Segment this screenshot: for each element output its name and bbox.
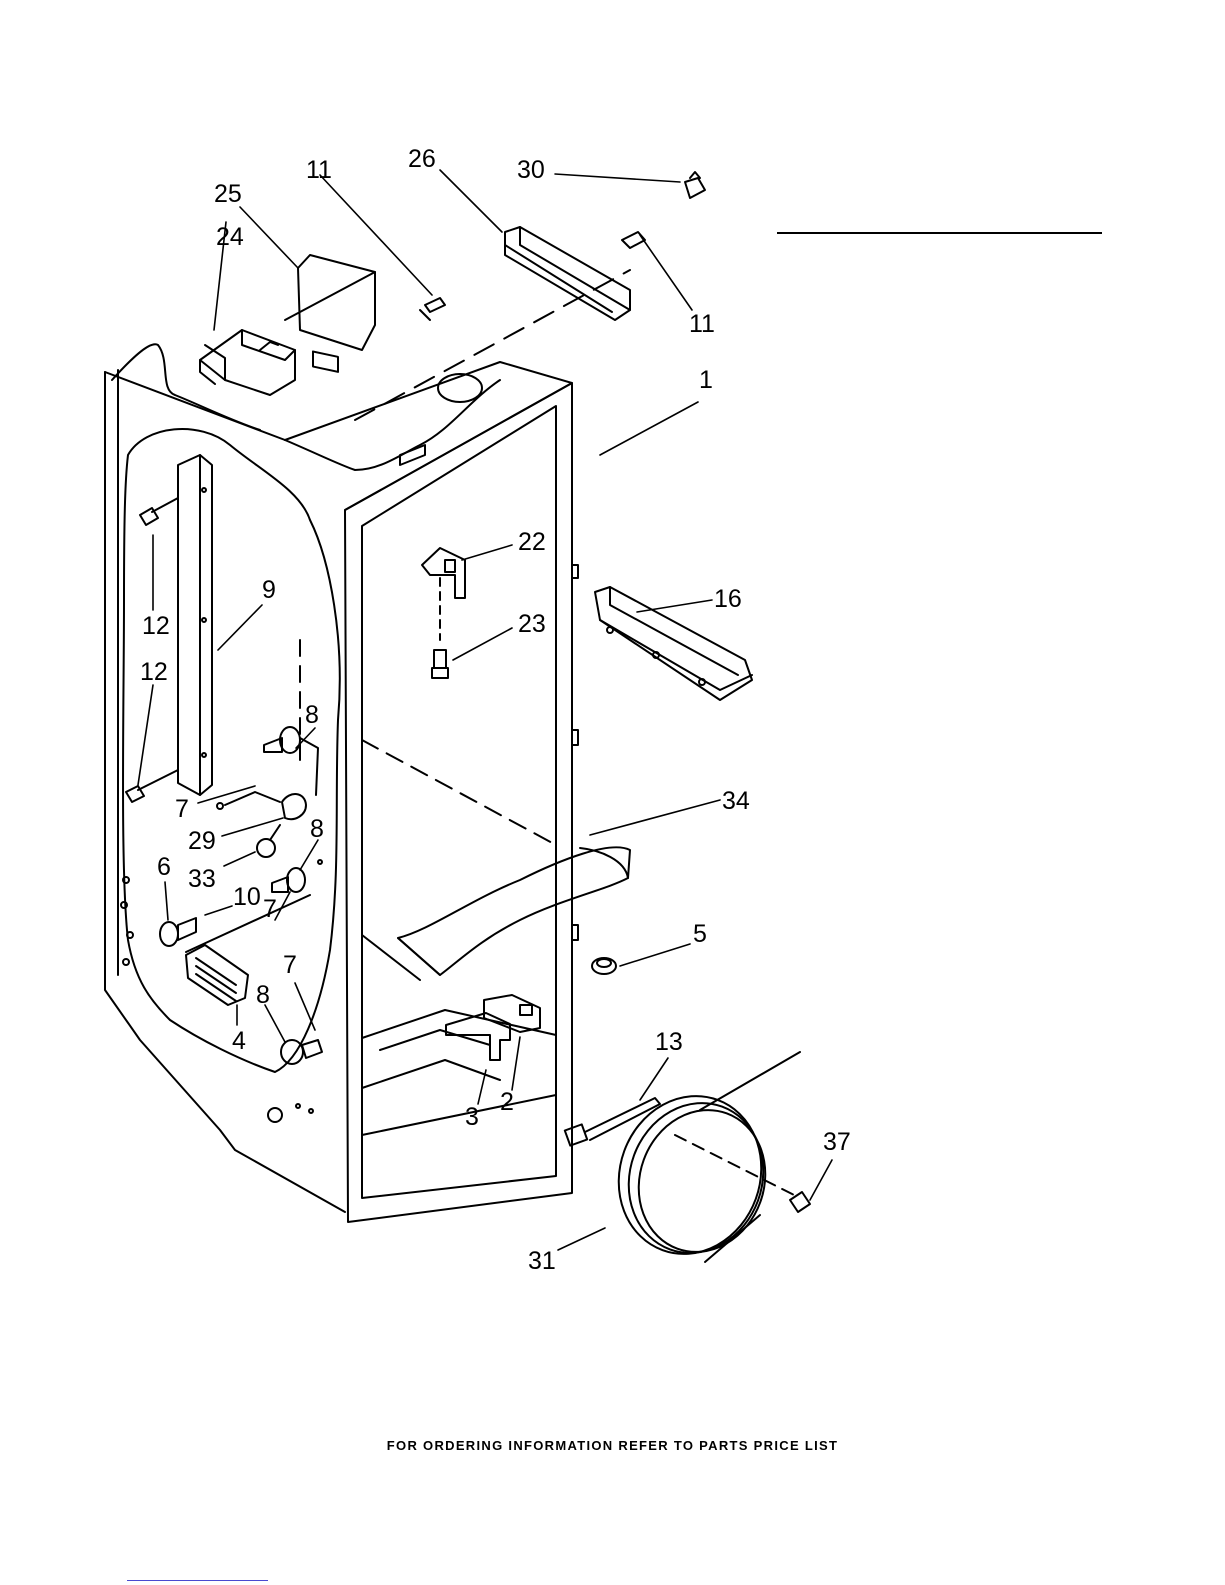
callout-25: 25 <box>214 182 242 207</box>
callout-34: 34 <box>722 789 750 814</box>
callout-7-b: 7 <box>263 897 277 922</box>
callout-8-c: 8 <box>256 983 270 1008</box>
roller-part-8-upper <box>264 727 318 795</box>
cable-tie-part-13 <box>565 1098 660 1146</box>
callout-33: 33 <box>188 867 216 892</box>
roller-part-6 <box>160 918 196 946</box>
bracket-part-3 <box>446 1013 510 1060</box>
callout-11-a: 11 <box>306 158 332 183</box>
callout-30: 30 <box>517 158 545 183</box>
callout-37: 37 <box>823 1130 851 1155</box>
ordering-info-footer: FOR ORDERING INFORMATION REFER TO PARTS … <box>0 1438 1225 1453</box>
callout-8-a: 8 <box>305 703 319 728</box>
bracket-part-22 <box>422 548 465 598</box>
vertical-rail-part <box>178 455 212 795</box>
callout-26: 26 <box>408 147 436 172</box>
callout-12-a: 12 <box>142 614 170 639</box>
callout-7-c: 7 <box>283 953 297 978</box>
callout-22: 22 <box>518 530 546 555</box>
link-underline[interactable] <box>127 1580 268 1581</box>
callout-11-b: 11 <box>689 312 715 337</box>
callout-13: 13 <box>655 1030 683 1055</box>
callout-31: 31 <box>528 1249 556 1274</box>
clip-part-30 <box>685 172 705 198</box>
screw-part-11-right <box>622 232 645 248</box>
callout-1: 1 <box>699 368 713 393</box>
callout-16: 16 <box>714 587 742 612</box>
callout-12-b: 12 <box>140 660 168 685</box>
housing-part-24 <box>200 330 295 395</box>
callout-29: 29 <box>188 829 216 854</box>
screw-part-12-upper <box>140 498 178 525</box>
bracket-part-2 <box>484 995 540 1032</box>
channel-part-26 <box>505 227 630 320</box>
vent-part-4 <box>186 945 248 1005</box>
callout-5: 5 <box>693 922 707 947</box>
callout-4: 4 <box>232 1029 246 1054</box>
callout-2: 2 <box>500 1090 514 1115</box>
screw-part-12-lower <box>126 770 178 802</box>
header-rule <box>777 232 1102 234</box>
bulb-part-33 <box>257 825 280 857</box>
callout-8-b: 8 <box>310 817 324 842</box>
callout-7-a: 7 <box>175 797 189 822</box>
roller-part-8-middle <box>272 860 322 892</box>
bracket-part-25 <box>285 255 375 372</box>
callout-23: 23 <box>518 612 546 637</box>
screw-part-11 <box>420 298 445 320</box>
callout-9: 9 <box>262 578 276 603</box>
plug-part-5 <box>592 958 616 974</box>
cover-part-34 <box>398 847 630 975</box>
callout-6: 6 <box>157 855 171 880</box>
callout-24: 24 <box>216 225 244 250</box>
callout-3: 3 <box>465 1105 479 1130</box>
screw-part-23 <box>432 650 448 678</box>
water-tube-part-31 <box>597 1052 800 1274</box>
callout-10: 10 <box>233 885 261 910</box>
socket-part-29 <box>217 792 306 819</box>
